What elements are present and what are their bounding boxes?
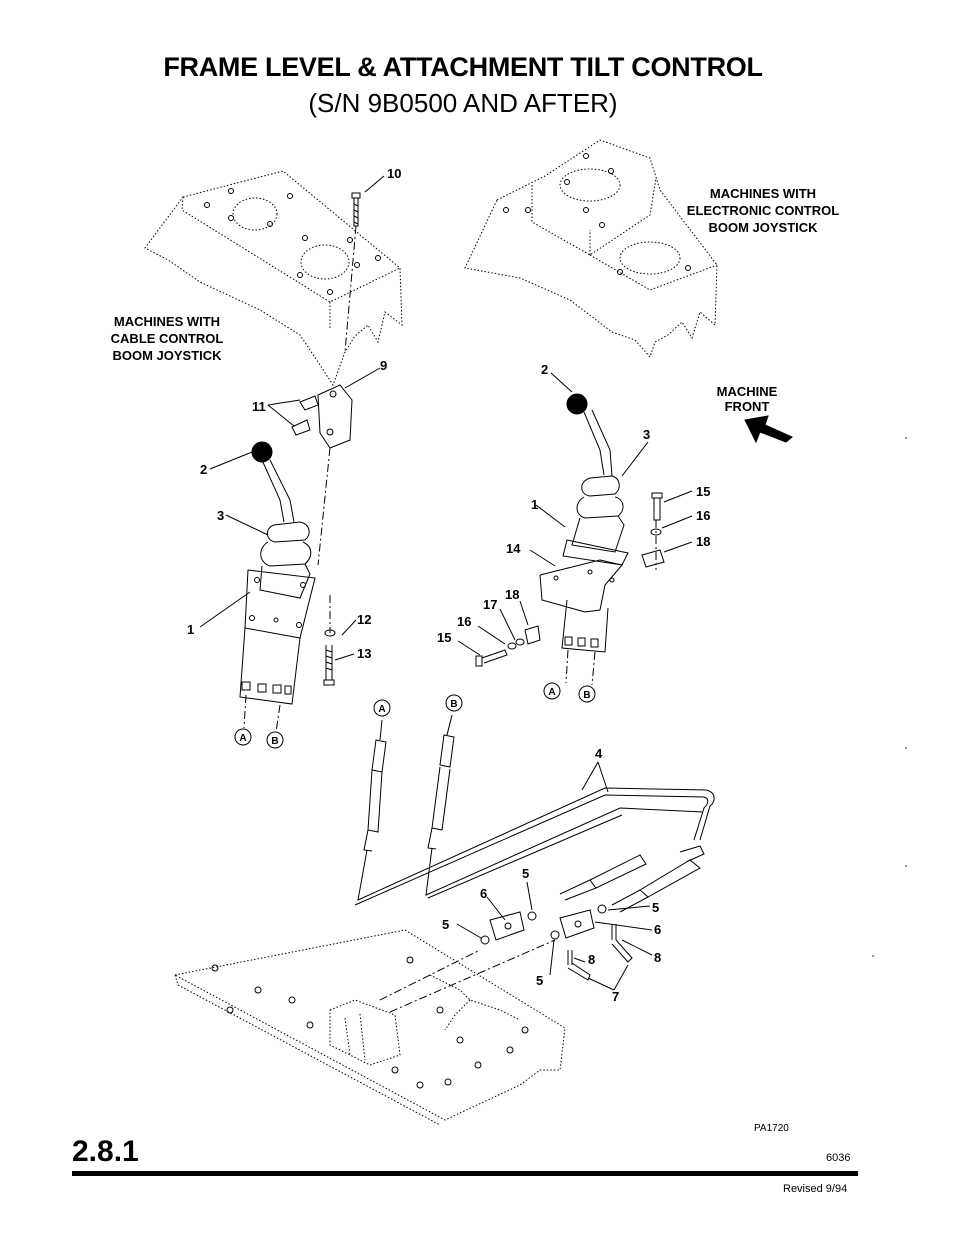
note-machine-front-line1: MACHINE <box>717 384 778 399</box>
figure-id: PA1720 <box>754 1123 789 1134</box>
callout-18-mid: 18 <box>505 587 519 602</box>
callout-1-right: 1 <box>531 497 538 512</box>
connector-a-cable: A <box>378 704 385 715</box>
callout-5-right: 5 <box>652 900 659 915</box>
note-cable-line3: BOOM JOYSTICK <box>112 348 222 363</box>
callout-3-right: 3 <box>643 427 650 442</box>
machine-front-arrow-icon <box>744 415 793 444</box>
clevis-6-left <box>489 911 525 941</box>
callout-4: 4 <box>595 746 603 761</box>
callout-5-left: 5 <box>442 917 449 932</box>
right-joystick <box>539 393 629 653</box>
base-centerlines <box>379 939 556 1013</box>
connector-b-left: B <box>271 736 278 747</box>
mid-hardware <box>475 625 541 667</box>
callout-16-mid: 16 <box>457 614 471 629</box>
right-leader-lines <box>457 372 693 656</box>
callout-17: 17 <box>483 597 497 612</box>
revised-date: Revised 9/94 <box>783 1183 848 1195</box>
left-bolt-10 <box>351 192 361 227</box>
note-electronic-line2: ELECTRONIC CONTROL <box>687 203 839 218</box>
callout-2-left: 2 <box>200 462 207 477</box>
connector-a-right: A <box>548 687 555 698</box>
connector-b-right: B <box>583 690 590 701</box>
callout-2-right: 2 <box>541 362 548 377</box>
base-plate-holes <box>211 956 529 1089</box>
callout-3-left: 3 <box>217 508 224 523</box>
right-console <box>464 139 718 358</box>
connector-b-cable: B <box>450 699 457 710</box>
callout-5-bottom: 5 <box>536 973 543 988</box>
right-washer-16 <box>650 528 662 536</box>
callout-18-right: 18 <box>696 534 710 549</box>
left-centerlines <box>243 225 357 733</box>
right-bolt-15 <box>651 492 663 521</box>
cable-leader-lines <box>456 761 653 991</box>
page-title: FRAME LEVEL & ATTACHMENT TILT CONTROL <box>163 52 763 82</box>
callout-13: 13 <box>357 646 371 661</box>
connector-circles <box>234 682 596 749</box>
scan-speck <box>905 437 907 439</box>
nuts-5 <box>480 904 607 945</box>
callout-1-left: 1 <box>187 622 194 637</box>
scan-speck <box>905 865 907 867</box>
scan-speck <box>872 955 874 957</box>
page-number: 6036 <box>826 1152 851 1164</box>
callout-6-left: 6 <box>480 886 487 901</box>
section-number: 2.8.1 <box>72 1135 139 1168</box>
right-nut-18 <box>641 549 665 568</box>
callout-16-right: 16 <box>696 508 710 523</box>
left-bolt-13 <box>323 645 335 686</box>
callout-11: 11 <box>252 399 266 414</box>
callout-7: 7 <box>612 989 619 1004</box>
callout-15-right: 15 <box>696 484 710 499</box>
scan-speck <box>905 747 907 749</box>
page-subtitle: (S/N 9B0500 AND AFTER) <box>308 88 618 118</box>
left-console-holes <box>204 188 381 295</box>
cable-assembly <box>354 714 715 913</box>
callout-6-right: 6 <box>654 922 661 937</box>
callout-5-top: 5 <box>522 866 529 881</box>
callout-8-right: 8 <box>654 950 661 965</box>
connector-a-left: A <box>239 733 246 744</box>
left-bracket-9 <box>317 384 353 449</box>
callout-10: 10 <box>387 166 401 181</box>
callout-14: 14 <box>506 541 521 556</box>
callout-15-mid: 15 <box>437 630 451 645</box>
pins-7-8 <box>567 924 633 981</box>
left-joystick <box>239 441 316 705</box>
clevis-6-right <box>559 909 595 939</box>
right-console-holes <box>503 153 691 275</box>
left-leader-lines <box>199 175 385 661</box>
note-electronic-line1: MACHINES WITH <box>710 186 816 201</box>
note-electronic-line3: BOOM JOYSTICK <box>708 220 818 235</box>
callout-8-left: 8 <box>588 952 595 967</box>
note-cable-line1: MACHINES WITH <box>114 314 220 329</box>
callout-9: 9 <box>380 358 387 373</box>
callout-12: 12 <box>357 612 371 627</box>
base-plate <box>173 929 566 1126</box>
note-machine-front-line2: FRONT <box>725 399 770 414</box>
footer-rule <box>72 1171 858 1176</box>
left-console <box>144 170 403 387</box>
left-clips-11 <box>291 395 319 436</box>
note-cable-line2: CABLE CONTROL <box>111 331 224 346</box>
right-centerlines <box>565 520 657 686</box>
